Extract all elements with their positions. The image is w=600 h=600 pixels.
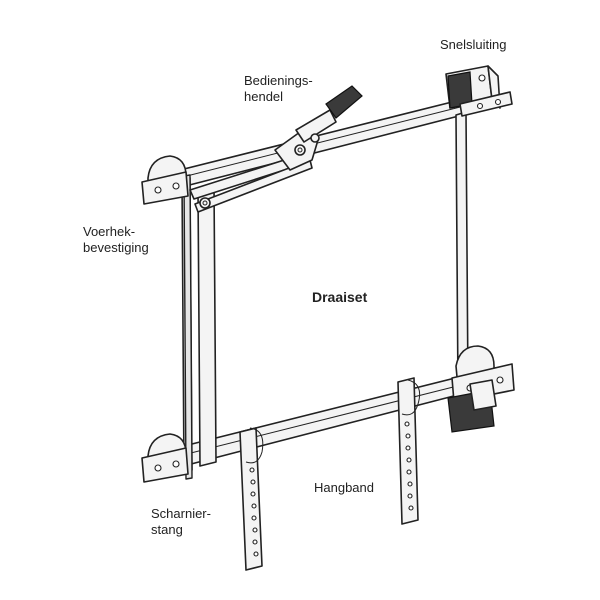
label-operating-handle-line2: hendel xyxy=(244,89,284,104)
hanging-strap-right xyxy=(397,377,421,525)
hanging-strap-left xyxy=(239,427,264,571)
hinge-rod xyxy=(183,174,193,480)
feed-fence-bracket-top xyxy=(141,155,189,205)
top-rail xyxy=(159,94,491,191)
operating-handle xyxy=(274,85,363,171)
feed-fence-bracket-bottom xyxy=(141,433,189,483)
label-operating-handle-line1: Bedienings- xyxy=(244,73,313,88)
label-feed-fence-mount-line2: bevestiging xyxy=(83,240,149,255)
quick-lock-top xyxy=(445,65,513,117)
label-swivel-set: Draaiset xyxy=(312,289,367,305)
quick-lock-bottom xyxy=(447,345,515,433)
label-hinge-rod-line2: stang xyxy=(151,522,183,537)
label-quick-lock-text: Snelsluiting xyxy=(440,37,507,52)
label-hanging-strap: Hangband xyxy=(314,480,374,496)
label-feed-fence-mount: Voerhek- bevestiging xyxy=(83,224,149,256)
label-hinge-rod: Scharnier- stang xyxy=(151,506,211,538)
label-swivel-set-text: Draaiset xyxy=(312,289,368,305)
label-hinge-rod-line1: Scharnier- xyxy=(151,506,211,521)
label-operating-handle: Bedienings- hendel xyxy=(244,73,313,105)
label-quick-lock: Snelsluiting xyxy=(440,37,507,53)
label-feed-fence-mount-line1: Voerhek- xyxy=(83,224,136,239)
label-hanging-strap-text: Hangband xyxy=(314,480,374,495)
